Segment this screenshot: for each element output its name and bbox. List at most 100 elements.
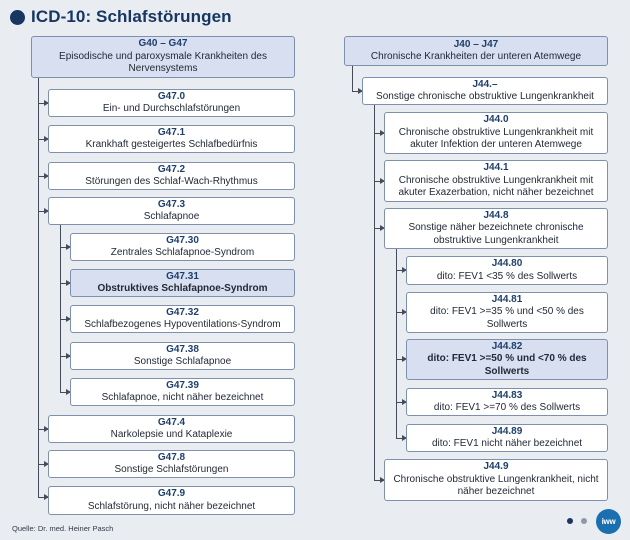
connector-arrow-icon — [44, 100, 49, 106]
connector-line — [396, 249, 397, 438]
code-box-g47-32: G47.32 Schlafbezogenes Hypoventilations-… — [70, 305, 295, 333]
code-box-g47-4: G47.4 Narkolepsie und Kataplexie — [48, 415, 295, 443]
connector-line — [396, 312, 406, 313]
page-title: ICD-10: Schlafstörungen — [31, 7, 232, 26]
connector-line — [396, 402, 406, 403]
code-box-g47-31: G47.31 Obstruktives Schlafapnoe-Syndrom — [70, 269, 295, 297]
connector-line — [374, 105, 375, 480]
code-box-g47-38: G47.38 Sonstige Schlafapnoe — [70, 342, 295, 370]
code-description: Schlafapnoe, nicht näher bezeichnet — [101, 392, 264, 403]
connector-line — [396, 270, 406, 271]
connector-line — [60, 283, 70, 284]
code-box-j44-80: J44.80 dito: FEV1 <35 % des Sollwerts — [406, 256, 608, 285]
code-label: J44.81 — [491, 293, 523, 305]
code-label: G47.38 — [166, 343, 199, 355]
code-description: Sonstige näher bezeichnete chronische ob… — [408, 222, 584, 246]
source-credit: Quelle: Dr. med. Heiner Pasch — [12, 524, 114, 533]
connector-arrow-icon — [44, 426, 49, 432]
connector-arrow-icon — [358, 88, 363, 94]
title-bullet-icon — [10, 10, 25, 25]
code-box-j44-9: J44.9 Chronische obstruktive Lungenkrank… — [384, 459, 608, 501]
connector-arrow-icon — [380, 178, 385, 184]
code-description: dito: FEV1 >=50 % und <70 % des Sollwert… — [427, 353, 587, 377]
connector-arrow-icon — [380, 225, 385, 231]
connector-arrow-icon — [44, 136, 49, 142]
code-description: dito: FEV1 >=35 % und <50 % des Sollwert… — [430, 306, 584, 330]
connector-line — [38, 464, 48, 465]
code-box-j44-0: J44.0 Chronische obstruktive Lungenkrank… — [384, 112, 608, 154]
connector-line — [374, 480, 384, 481]
code-box-j44-1: J44.1 Chronische obstruktive Lungenkrank… — [384, 160, 608, 202]
connector-line — [374, 181, 384, 182]
code-box-g47-0: G47.0 Ein- und Durchschlafstörungen — [48, 89, 295, 117]
connector-arrow-icon — [44, 208, 49, 214]
code-label: J44.89 — [491, 425, 523, 437]
connector-line — [38, 497, 48, 498]
code-description: Obstruktives Schlafapnoe-Syndrom — [97, 283, 268, 294]
code-box-g47-3: G47.3 Schlafapnoe — [48, 197, 295, 225]
code-label: G47.2 — [157, 163, 186, 175]
code-box-j44: J44.– Sonstige chronische obstruktive Lu… — [362, 77, 608, 105]
code-label: G47.31 — [166, 270, 199, 282]
code-label: G47.39 — [166, 379, 199, 391]
connector-line — [38, 211, 48, 212]
code-description: Schlafapnoe — [143, 211, 200, 222]
category-code: G40 – G47 — [138, 38, 188, 50]
pager-dot[interactable] — [581, 518, 587, 524]
connector-line — [60, 319, 70, 320]
code-box-g47-8: G47.8 Sonstige Schlafstörungen — [48, 450, 295, 478]
code-description: Sonstige Schlafapnoe — [133, 356, 232, 367]
pager-dot-active[interactable] — [567, 518, 573, 524]
code-label: G47.30 — [166, 234, 199, 246]
code-box-g47-1: G47.1 Krankhaft gesteigertes Schlafbedür… — [48, 125, 295, 153]
category-description: Episodische und paroxysmale Krankheiten … — [59, 50, 267, 75]
connector-arrow-icon — [380, 477, 385, 483]
connector-arrow-icon — [402, 435, 407, 441]
connector-line — [374, 133, 384, 134]
code-label: G47.9 — [157, 488, 186, 499]
code-description: Schlafstörung, nicht näher bezeichnet — [87, 500, 256, 512]
code-label: J44.80 — [491, 258, 523, 269]
code-box-g47-39: G47.39 Schlafapnoe, nicht näher bezeichn… — [70, 378, 295, 406]
connector-arrow-icon — [66, 353, 71, 359]
connector-arrow-icon — [44, 461, 49, 467]
code-description: Sonstige chronische obstruktive Lungenkr… — [376, 91, 594, 102]
connector-arrow-icon — [402, 267, 407, 273]
connector-arrow-icon — [66, 280, 71, 286]
code-description: Narkolepsie und Kataplexie — [110, 429, 233, 440]
code-description: Chronische obstruktive Lungenkrankheit m… — [398, 174, 594, 199]
connector-arrow-icon — [66, 389, 71, 395]
code-description: Sonstige Schlafstörungen — [114, 464, 229, 475]
connector-line — [60, 247, 70, 248]
connector-line — [60, 392, 70, 393]
connector-line — [352, 66, 353, 91]
connector-line — [38, 78, 39, 497]
code-label: J44.1 — [483, 162, 509, 174]
code-description: Chronische obstruktive Lungenkrankheit, … — [393, 473, 599, 498]
code-description: Krankhaft gesteigertes Schlafbedürfnis — [85, 139, 258, 150]
category-description: Chronische Krankheiten der unteren Atemw… — [370, 51, 582, 62]
code-label: J44.0 — [483, 114, 509, 126]
category-header-j40-j47: J40 – J47 Chronische Krankheiten der unt… — [344, 36, 608, 66]
code-label: G47.8 — [157, 451, 186, 463]
code-description: Chronische obstruktive Lungenkrankheit m… — [398, 126, 594, 151]
connector-line — [396, 438, 406, 439]
connector-arrow-icon — [66, 316, 71, 322]
code-label: G47.4 — [157, 416, 186, 428]
code-label: G47.3 — [157, 198, 186, 210]
connector-line — [60, 356, 70, 357]
code-box-j44-8: J44.8 Sonstige näher bezeichnete chronis… — [384, 208, 608, 249]
iww-logo: iww — [596, 509, 621, 534]
code-description: dito: FEV1 <35 % des Sollwerts — [436, 270, 578, 282]
connector-arrow-icon — [44, 494, 49, 500]
code-box-g47-9: G47.9 Schlafstörung, nicht näher bezeich… — [48, 486, 295, 515]
connector-line — [38, 176, 48, 177]
code-description: Schlafbezogenes Hypoventilations-Syndrom — [84, 319, 281, 330]
code-label: G47.1 — [157, 126, 186, 138]
code-box-j44-82: J44.82 dito: FEV1 >=50 % und <70 % des S… — [406, 339, 608, 380]
code-label: J44.9 — [483, 461, 509, 473]
code-label: G47.0 — [157, 90, 186, 102]
connector-line — [60, 225, 61, 392]
category-code: J40 – J47 — [453, 38, 499, 50]
code-box-j44-83: J44.83 dito: FEV1 >=70 % des Sollwerts — [406, 388, 608, 416]
